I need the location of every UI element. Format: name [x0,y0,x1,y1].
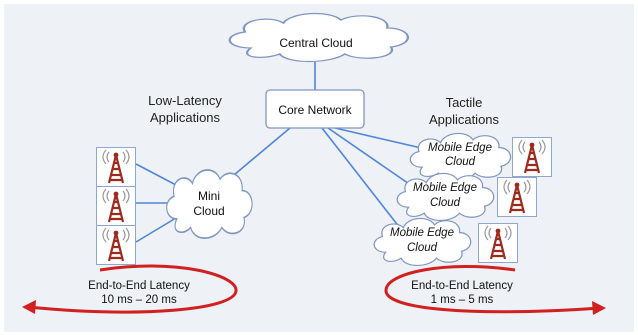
low-latency-title-line1: Low-Latency [148,93,222,108]
network-links [135,62,431,243]
mini-cloud-line1: Mini [198,189,220,203]
cell-tower-icon [477,222,519,264]
link-core-mini [227,127,291,181]
tactile-title-line2: Applications [429,112,500,127]
link-core-mec2 [327,127,416,189]
mini-cloud: Mini Cloud [165,169,253,239]
cell-tower-icon [95,146,137,188]
latency-left-line2: 10 ms – 20 ms [101,294,177,306]
low-latency-title-line2: Applications [150,110,221,125]
mobile-edge-cloud-3-line2: Cloud [407,242,438,254]
mini-cloud-line2: Cloud [193,204,224,218]
mobile-edge-cloud-1-line1: Mobile Edge [428,142,492,154]
cell-tower-icon [95,185,137,227]
latency-right-line2: 1 ms – 5 ms [431,294,494,306]
core-network-label: Core Network [278,103,352,117]
mobile-edge-cloud-2-line1: Mobile Edge [413,182,477,194]
core-network-box: Core Network [265,89,365,129]
mobile-edge-cloud-2-line2: Cloud [430,197,461,209]
mobile-edge-cloud-2: Mobile Edge Cloud [396,172,495,222]
cell-tower-icon [511,136,553,178]
link-core-mec3 [321,127,401,229]
link-core-mec1 [334,127,431,151]
mobile-edge-cloud-3: Mobile Edge Cloud [373,217,472,267]
cell-tower-icon [95,224,137,266]
latency-right-line1: End-to-End Latency [411,280,513,292]
cell-tower-icon [496,176,538,218]
latency-arrow-right [384,265,606,315]
latency-arrow-left [22,264,238,314]
latency-left-line1: End-to-End Latency [88,280,190,292]
mobile-edge-cloud-1: Mobile Edge Cloud [409,132,512,182]
link-tower3-mini [135,217,177,243]
link-tower1-mini [135,163,177,186]
central-cloud-label: Central Cloud [279,36,352,50]
mobile-edge-cloud-3-line1: Mobile Edge [390,227,454,239]
central-cloud: Central Cloud [228,12,410,63]
tactile-title-line1: Tactile [446,95,483,110]
mobile-edge-cloud-1-line2: Cloud [445,156,476,168]
